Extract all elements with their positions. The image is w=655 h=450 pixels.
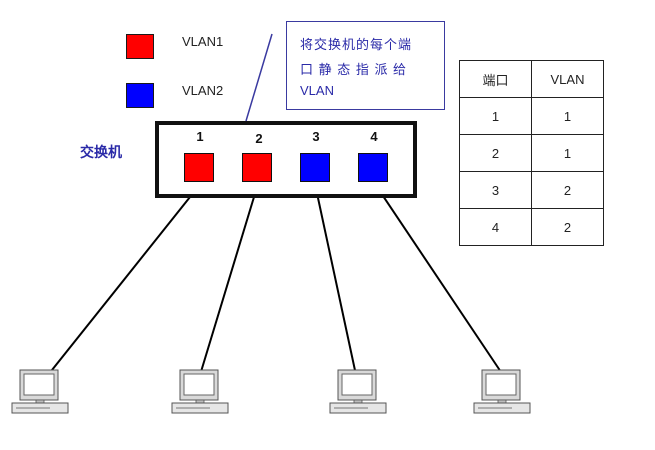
callout-box bbox=[286, 21, 445, 110]
port-number-4: 4 bbox=[370, 129, 378, 144]
table-header-port: 端口 bbox=[459, 60, 532, 98]
table-header-row: 端口 VLAN bbox=[459, 60, 604, 98]
table-cell-vlan: 2 bbox=[531, 208, 604, 246]
switch-port-4 bbox=[358, 153, 388, 182]
switch-port-1 bbox=[184, 153, 214, 182]
callout-text-line-1: 将交换机的每个端 bbox=[300, 37, 413, 52]
switch-port-3 bbox=[300, 153, 330, 182]
table-cell-port: 4 bbox=[459, 208, 532, 246]
table-row: 1 1 bbox=[459, 97, 604, 135]
table-cell-vlan: 1 bbox=[531, 97, 604, 135]
table-header-vlan: VLAN bbox=[531, 60, 604, 98]
port-number-1: 1 bbox=[196, 129, 204, 144]
callout-pointer-line bbox=[245, 33, 273, 122]
callout-text-line-2: 口 静 态 指 派 给 bbox=[300, 62, 408, 77]
switch-label: 交换机 bbox=[80, 144, 122, 160]
table-row: 2 1 bbox=[459, 134, 604, 172]
table-cell-vlan: 1 bbox=[531, 134, 604, 172]
legend-label-vlan1: VLAN1 bbox=[182, 34, 224, 49]
computer-icon bbox=[473, 369, 531, 414]
cable-port-3 bbox=[314, 183, 357, 376]
computer-icon bbox=[11, 369, 69, 414]
table-cell-vlan: 2 bbox=[531, 171, 604, 209]
legend-label-vlan2: VLAN2 bbox=[182, 83, 224, 98]
port-number-3: 3 bbox=[312, 129, 320, 144]
table-cell-port: 1 bbox=[459, 97, 532, 135]
switch-port-2 bbox=[242, 153, 272, 182]
legend-swatch-vlan2 bbox=[126, 83, 154, 108]
table-row: 4 2 bbox=[459, 208, 604, 246]
table-row: 3 2 bbox=[459, 171, 604, 209]
table-cell-port: 2 bbox=[459, 134, 532, 172]
cable-port-2 bbox=[199, 196, 255, 376]
computer-icon bbox=[329, 369, 387, 414]
table-cell-port: 3 bbox=[459, 171, 532, 209]
cable-port-4 bbox=[374, 183, 504, 376]
port-vlan-table: 端口 VLAN 1 1 2 1 3 2 4 2 bbox=[459, 60, 604, 246]
callout-text-line-3: VLAN bbox=[300, 83, 334, 98]
computer-icon bbox=[171, 369, 229, 414]
cable-port-1 bbox=[47, 196, 191, 376]
legend-swatch-vlan1 bbox=[126, 34, 154, 59]
port-number-2: 2 bbox=[255, 131, 263, 146]
